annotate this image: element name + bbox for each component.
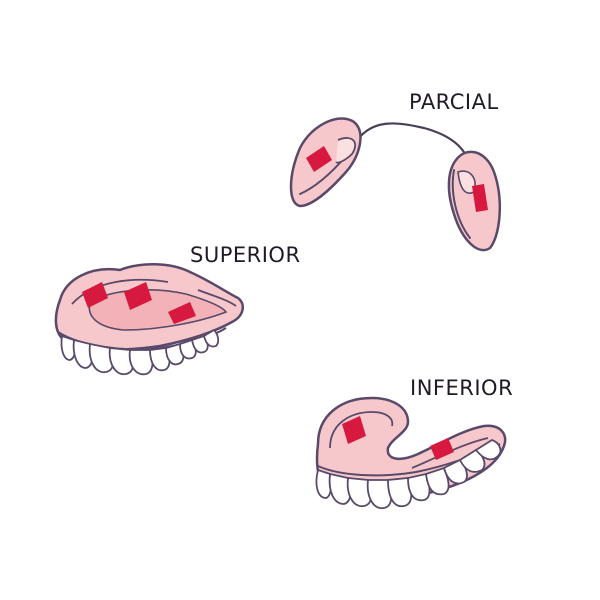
upper-pad-1 [82, 282, 108, 308]
upper-teeth [60, 328, 220, 376]
lower-teeth [315, 439, 502, 510]
partial-wire [354, 122, 470, 162]
lower-inner-ridge [329, 411, 394, 449]
lower-denture [315, 396, 507, 510]
partial-left-pad [306, 146, 332, 172]
lower-tooth-10 [474, 439, 502, 461]
upper-ridge-line-2 [197, 289, 237, 307]
upper-pad-3 [168, 302, 196, 324]
partial-left-saddle-inner [335, 137, 357, 164]
upper-tooth-10 [202, 328, 220, 348]
lower-pad-2 [430, 438, 454, 460]
upper-denture [54, 262, 245, 376]
upper-ridge-line [71, 278, 169, 305]
label-upper: SUPERIOR [190, 243, 301, 267]
upper-pad-2 [124, 282, 152, 310]
partial-denture [289, 117, 502, 252]
label-lower: INFERIOR [410, 376, 514, 400]
label-partial: PARCIAL [409, 90, 499, 114]
partial-right-pad [472, 184, 488, 212]
partial-right-saddle-ridge [451, 169, 471, 239]
upper-tooth-5 [128, 349, 154, 376]
lower-pad-1 [342, 416, 366, 444]
